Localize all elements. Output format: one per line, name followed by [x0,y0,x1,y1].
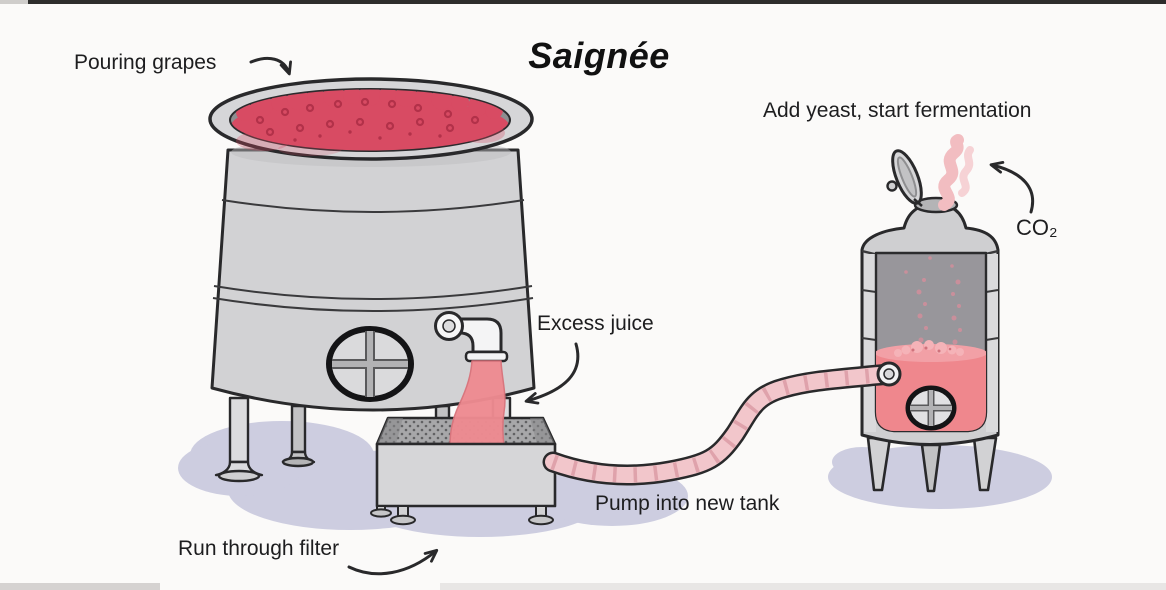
filter-box-legs [370,505,554,526]
fermentation-tank-porthole [905,385,957,431]
label-add-yeast: Add yeast, start fermentation [763,99,1032,122]
co2-arrow [989,161,1034,214]
hose [542,363,900,486]
hose-port [876,361,902,387]
annotation-arrows [249,56,1034,576]
pouring-grapes-arrow [249,56,292,76]
grape-mass [231,89,509,151]
filter-box-front [375,442,557,508]
label-run-through-filter: Run through filter [178,537,340,560]
excess-juice-arrow [524,342,580,405]
filter-box [370,360,557,526]
diagram-title: Saignée [528,35,670,76]
main-tank-bands [212,199,534,312]
bubbles [904,256,962,345]
spout-valve [434,311,509,363]
main-tank-body [210,148,536,412]
label-pouring-grapes: Pouring grapes [74,51,217,74]
foam [894,340,964,357]
label-co2: CO₂ [1016,215,1058,240]
run-through-filter-arrow [347,548,439,576]
lid-knob [886,180,898,192]
main-tank-porthole [326,326,414,402]
co2-smoke-icon [938,134,974,211]
bottom-edge-artifact [0,583,1166,590]
label-excess-juice: Excess juice [537,312,654,335]
label-pump-into-new-tank: Pump into new tank [595,492,780,515]
top-edge-artifact [0,0,1166,4]
